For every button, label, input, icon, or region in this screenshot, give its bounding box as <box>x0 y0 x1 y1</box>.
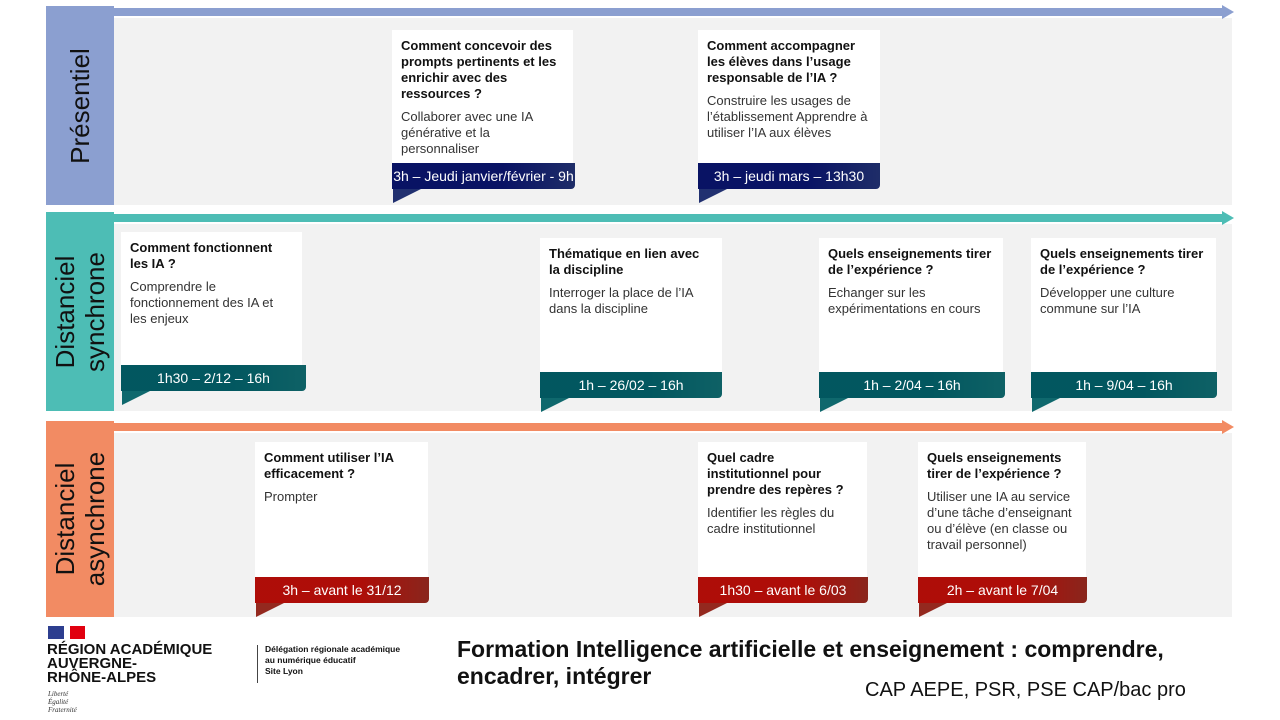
session-schedule-banner: 1h – 9/04 – 16h <box>1031 372 1217 398</box>
timeline-arrow-icon <box>46 420 1234 434</box>
session-title: Thématique en lien avec la discipline <box>549 246 700 277</box>
logo-divider <box>257 645 258 683</box>
session-title: Comment utiliser l’IA efficacement ? <box>264 450 394 481</box>
session-title: Comment fonctionnent les IA ? <box>130 240 273 271</box>
session-description: Construire les usages de l’établissement… <box>707 93 868 140</box>
session-description: Collaborer avec une IA générative et la … <box>401 109 533 156</box>
motto: Liberté Égalité Fraternité <box>48 690 77 714</box>
session-description: Prompter <box>264 489 318 504</box>
row-label-band: Distanciel asynchrone <box>46 421 114 617</box>
session-card: Quel cadre institutionnel pour prendre d… <box>698 442 867 577</box>
session-card: Quels enseignements tirer de l’expérienc… <box>819 238 1003 372</box>
session-schedule-banner: 2h – avant le 7/04 <box>918 577 1087 603</box>
timeline-arrow-icon <box>46 211 1234 225</box>
session-description: Echanger sur les expérimentations en cou… <box>828 285 981 316</box>
session-title: Quel cadre institutionnel pour prendre d… <box>707 450 844 497</box>
timeline-arrow-icon <box>46 5 1234 19</box>
session-schedule-banner: 3h – avant le 31/12 <box>255 577 429 603</box>
session-description: Comprendre le fonctionnement des IA et l… <box>130 279 274 326</box>
session-title: Quels enseignements tirer de l’expérienc… <box>927 450 1062 481</box>
session-card: Comment concevoir des prompts pertinents… <box>392 30 573 163</box>
session-title: Quels enseignements tirer de l’expérienc… <box>1040 246 1204 277</box>
row-label-band: Distanciel synchrone <box>46 212 114 411</box>
row-label-band: Présentiel <box>46 6 114 205</box>
session-schedule-banner: 1h30 – 2/12 – 16h <box>121 365 306 391</box>
session-title: Comment concevoir des prompts pertinents… <box>401 38 557 101</box>
row-background <box>114 18 1232 205</box>
session-schedule-banner: 1h – 2/04 – 16h <box>819 372 1005 398</box>
footer-subtitle: CAP AEPE, PSR, PSE CAP/bac pro <box>865 679 1186 701</box>
session-card: Quels enseignements tirer de l’expérienc… <box>1031 238 1216 372</box>
row-label: Distanciel asynchrone <box>50 451 111 587</box>
row-label: Distanciel synchrone <box>50 251 110 372</box>
footer-title: Formation Intelligence artificielle et e… <box>457 636 1164 689</box>
session-card: Comment accompagner les élèves dans l’us… <box>698 30 880 163</box>
session-description: Utiliser une IA au service d’une tâche d… <box>927 489 1072 552</box>
session-schedule-banner: 3h – jeudi mars – 13h30 <box>698 163 880 189</box>
session-schedule-banner: 1h30 – avant le 6/03 <box>698 577 868 603</box>
republique-flag-logo <box>48 626 85 639</box>
delegation-text: Délégation régionale académique au numér… <box>265 644 401 676</box>
session-title: Quels enseignements tirer de l’expérienc… <box>828 246 992 277</box>
session-schedule-banner: 3h – Jeudi janvier/février - 9h <box>392 163 575 189</box>
region-name: RÉGION ACADÉMIQUE AUVERGNE- RHÔNE-ALPES <box>47 641 213 686</box>
session-card: Comment utiliser l’IA efficacement ? Prom… <box>255 442 428 577</box>
session-description: Développer une culture commune sur l’IA <box>1040 285 1175 316</box>
session-schedule-banner: 1h – 26/02 – 16h <box>540 372 722 398</box>
session-description: Identifier les règles du cadre instituti… <box>707 505 835 536</box>
row-label: Présentiel <box>65 47 95 164</box>
session-card: Comment fonctionnent les IA ? Comprendre … <box>121 232 302 365</box>
session-card: Quels enseignements tirer de l’expérienc… <box>918 442 1086 577</box>
session-description: Interroger la place de l’IA dans la disc… <box>549 285 693 316</box>
session-title: Comment accompagner les élèves dans l’us… <box>707 38 856 85</box>
